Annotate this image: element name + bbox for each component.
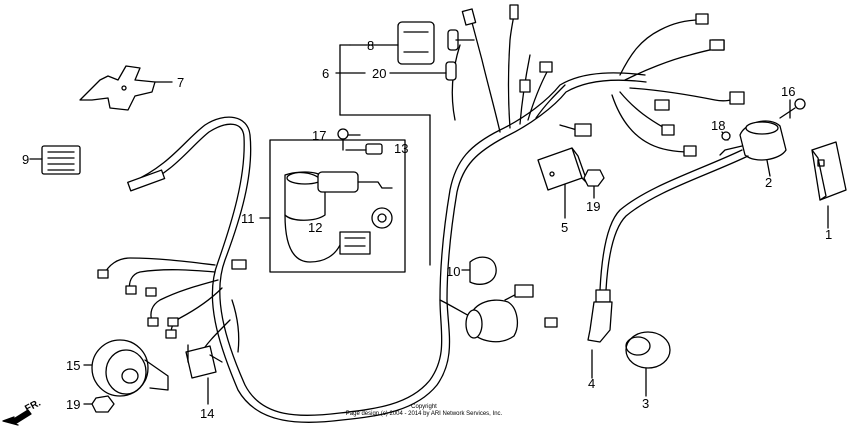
main-harness: [103, 9, 739, 423]
label-part-15: 15: [66, 358, 80, 373]
label-part-3: 3: [642, 396, 649, 411]
label-part-11: 11: [241, 211, 255, 226]
part-14-relay: [185, 344, 223, 379]
part-7-bracket: [79, 65, 173, 111]
part-3-cap: [625, 331, 671, 369]
front-direction-label: FR.: [23, 398, 43, 415]
label-part-2: 2: [765, 175, 772, 190]
front-direction-arrow-icon: [2, 409, 32, 426]
label-part-4: 4: [588, 376, 595, 391]
label-part-19-upper: 19: [586, 199, 600, 214]
label-part-5: 5: [561, 220, 568, 235]
label-part-1: 1: [825, 227, 832, 242]
part-11-ignition-switch-assembly: [269, 139, 406, 273]
label-part-8: 8: [367, 38, 374, 53]
starter-relay: [465, 299, 519, 343]
part-17-screw: [337, 128, 349, 151]
label-part-20: 20: [372, 66, 386, 81]
part-19-nut-upper: [583, 169, 605, 187]
label-part-14: 14: [200, 406, 214, 421]
part-10-clamp: [469, 256, 497, 285]
part-5-regulator: [537, 147, 589, 191]
part-15-horn: [91, 339, 169, 397]
label-part-18: 18: [711, 118, 725, 133]
part-9-connector-block: [29, 145, 81, 175]
copyright-line-2: Page design (c) 2004 - 2014 by ARI Netwo…: [346, 411, 503, 417]
harness-connectors: [97, 4, 745, 339]
label-part-7: 7: [177, 75, 184, 90]
part-1-cdi-unit: [811, 141, 847, 201]
label-part-13: 13: [394, 141, 408, 156]
label-part-17: 17: [312, 128, 326, 143]
part-13-key: [345, 143, 383, 155]
copyright-line-1: Copyright: [411, 404, 437, 410]
label-part-10: 10: [446, 264, 460, 279]
label-part-6: 6: [322, 66, 329, 81]
label-part-19-lower: 19: [66, 397, 80, 412]
part-19-nut-lower: [91, 395, 115, 413]
label-part-9: 9: [22, 152, 29, 167]
part-4-spark-plug-cap: [587, 289, 613, 343]
part-8-fuse-holder: [349, 21, 475, 81]
leader-lines: [83, 44, 829, 405]
part-labels: 1 2 3 4 5 6 7 8 9 10 11 12 13 14 15 16 1…: [22, 38, 832, 421]
part-2-ignition-coil: [599, 120, 787, 291]
part-16-bolt: [779, 98, 806, 119]
label-part-16: 16: [781, 84, 795, 99]
label-part-12: 12: [308, 220, 322, 235]
